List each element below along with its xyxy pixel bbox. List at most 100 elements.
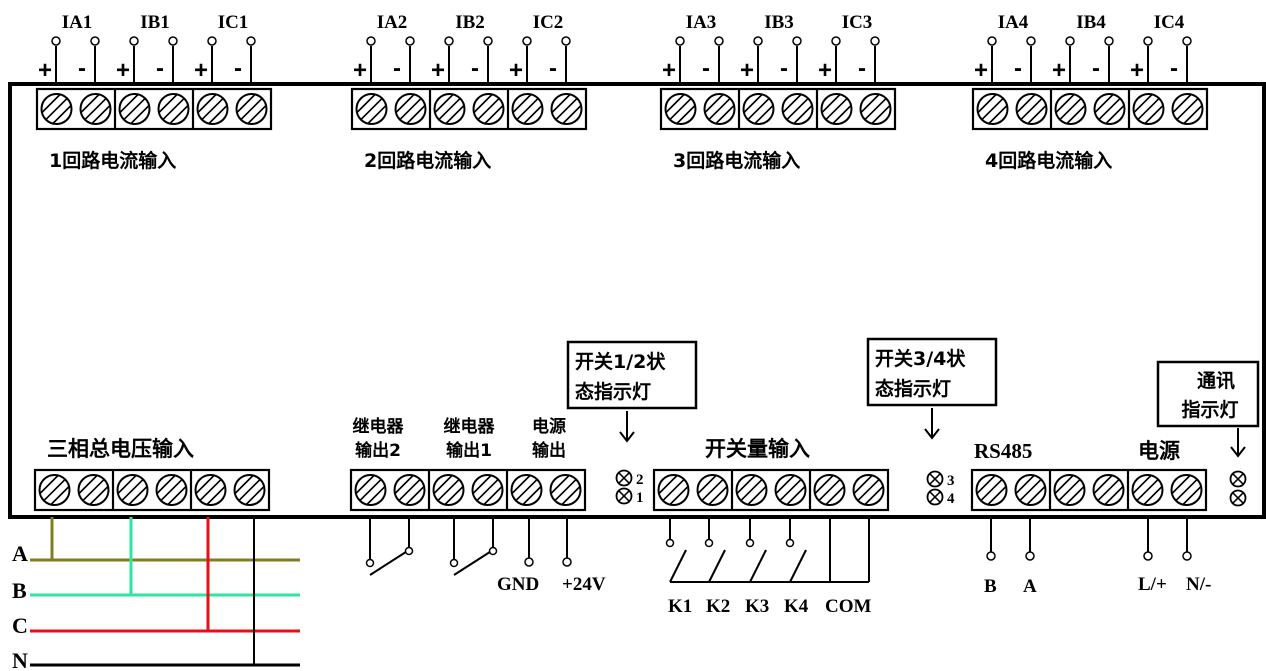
screw-terminal	[1093, 93, 1126, 125]
terminal-node	[870, 36, 880, 46]
plus-sign: +	[1052, 57, 1066, 84]
switch34-indicator-line1: 开关3/4状	[875, 347, 966, 370]
switch12-indicator-line1: 开关1/2状	[575, 350, 666, 373]
minus-sign: -	[702, 55, 710, 82]
power-n-label: N/-	[1186, 574, 1211, 595]
minus-sign: -	[1014, 55, 1022, 82]
led-number-2: 2	[636, 472, 644, 488]
screw-terminal	[976, 93, 1009, 125]
terminal-node	[831, 36, 841, 46]
power-output-leads	[524, 517, 572, 567]
relay1-label-line2: 输出1	[446, 440, 492, 461]
relay2-label-line1: 继电器	[353, 416, 405, 437]
screw-terminal	[235, 93, 268, 125]
phase-wiring	[30, 517, 300, 667]
power-l-label: L/+	[1138, 574, 1167, 595]
top-terminal-blocks	[35, 87, 1209, 131]
screw-terminal	[781, 93, 814, 125]
screw-terminal	[355, 93, 388, 125]
comm-led-bottom	[1229, 489, 1247, 507]
rs485-a-label: A	[1023, 576, 1037, 597]
comm-led-top	[1229, 470, 1247, 488]
terminal-node	[1026, 36, 1036, 46]
signal-label: IB3	[764, 12, 794, 33]
k2-label: K2	[706, 596, 730, 617]
comm-indicator-line2: 指示灯	[1181, 399, 1238, 421]
minus-sign: -	[78, 55, 86, 82]
terminal-node	[90, 36, 100, 46]
k1-label: K1	[668, 596, 692, 617]
screw-terminal	[1131, 474, 1164, 506]
screw-terminal	[820, 93, 853, 125]
minus-sign: -	[1170, 55, 1178, 82]
power-output-label-line1: 电源	[532, 416, 566, 437]
rs485-power-leads	[986, 517, 1192, 561]
switch-input-label: 开关量输入	[705, 437, 810, 461]
signal-label: IB4	[1076, 12, 1106, 33]
voltage-terminal-block	[33, 468, 271, 512]
top-terminal-block-4	[971, 87, 1209, 131]
phase-label-b: B	[12, 578, 27, 603]
minus-sign: -	[393, 55, 401, 82]
screw-terminal	[510, 474, 543, 506]
terminal-node	[714, 36, 724, 46]
voltage-input-label: 三相总电压输入	[47, 437, 194, 461]
current-input-caption: 4回路电流输入	[985, 149, 1112, 172]
screw-terminal	[975, 474, 1008, 506]
terminal-node	[51, 36, 61, 46]
k4-label: K4	[784, 596, 809, 617]
screw-terminal	[511, 93, 544, 125]
top-terminal-block-3	[659, 87, 897, 131]
rs485-b-label: B	[984, 576, 997, 597]
screw-terminal	[1015, 93, 1048, 125]
screw-terminal	[813, 474, 846, 506]
led-number-1: 1	[636, 490, 644, 506]
current-input-caption: 3回路电流输入	[673, 149, 800, 172]
signal-label: IC3	[842, 12, 873, 33]
relay-contacts	[365, 517, 498, 576]
rs485-label: RS485	[974, 439, 1032, 463]
switch34-arrow-head	[924, 428, 940, 440]
screw-terminal	[1092, 474, 1125, 506]
screw-terminal	[735, 474, 768, 506]
screw-terminal	[852, 474, 885, 506]
com-label: COM	[825, 596, 872, 617]
screw-terminal	[155, 474, 188, 506]
plus-sign: +	[38, 57, 52, 84]
phase-label-n: N	[12, 648, 28, 671]
screw-terminal	[550, 93, 583, 125]
plus-sign: +	[116, 57, 130, 84]
terminal-node	[246, 36, 256, 46]
switch-input-terminal-block	[652, 468, 890, 512]
plus-sign: +	[431, 57, 445, 84]
screw-terminal	[472, 93, 505, 125]
k3-label: K3	[745, 596, 769, 617]
comm-indicator-line1: 通讯	[1197, 370, 1235, 392]
plus-sign: +	[818, 57, 832, 84]
screw-terminal	[1132, 93, 1165, 125]
current-input-caption: 2回路电流输入	[364, 149, 491, 172]
terminal-node	[1065, 36, 1075, 46]
plus-sign: +	[353, 57, 367, 84]
phase-label-c: C	[12, 613, 28, 638]
screw-terminal	[703, 93, 736, 125]
screw-terminal	[77, 474, 110, 506]
power-output-label-line2: 输出	[532, 440, 566, 461]
power-label: 电源	[1138, 439, 1180, 463]
led-indicator-4	[926, 488, 944, 506]
signal-label: IA1	[62, 12, 93, 33]
screw-terminal	[354, 474, 387, 506]
minus-sign: -	[471, 55, 479, 82]
led-indicator-2	[615, 469, 633, 487]
minus-sign: -	[780, 55, 788, 82]
top-terminal-block-1	[35, 87, 273, 131]
screw-terminal	[1054, 93, 1087, 125]
terminal-node	[366, 36, 376, 46]
screw-terminal	[116, 474, 149, 506]
screw-terminal	[1170, 474, 1203, 506]
screw-terminal	[1171, 93, 1204, 125]
screw-terminal	[432, 474, 465, 506]
screw-terminal	[38, 474, 71, 506]
switch34-indicator-line2: 态指示灯	[875, 377, 951, 400]
led-indicator-1	[615, 487, 633, 505]
